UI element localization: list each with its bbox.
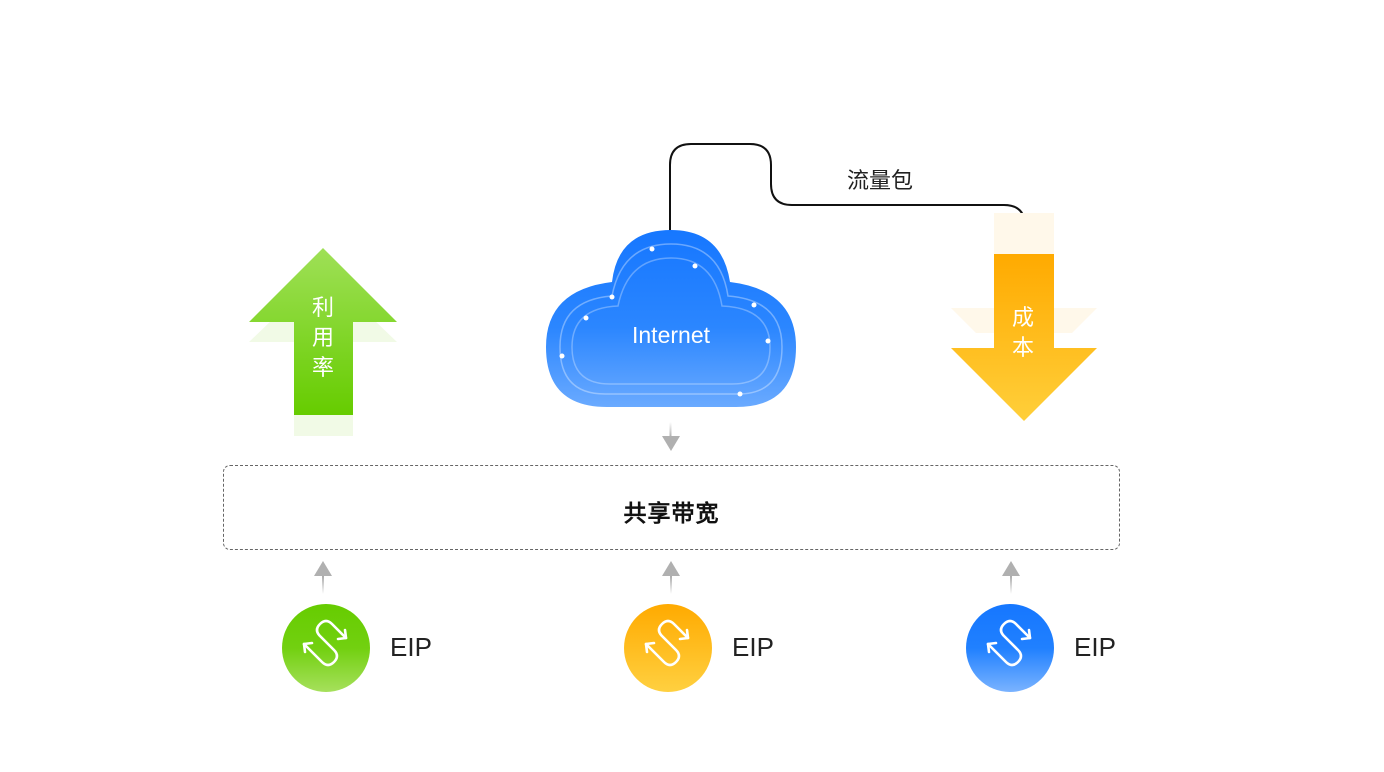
eip-to-bandwidth-arrow-2 (662, 561, 680, 594)
utilization-char-2: 用 (311, 326, 334, 351)
cost-down-arrow (951, 213, 1097, 421)
traffic-package-label: 流量包 (847, 169, 914, 194)
eip-label-1: EIP (390, 632, 432, 662)
eip-icon-green[interactable] (282, 604, 370, 692)
internet-label: Internet (632, 322, 710, 348)
cost-char-1: 成 (1011, 306, 1034, 331)
traffic-connector-line (669, 143, 1026, 255)
eip-label-3: EIP (1074, 632, 1116, 662)
internet-cloud (546, 230, 796, 407)
shared-bandwidth-box[interactable]: 共享带宽 (223, 465, 1120, 550)
eip-to-bandwidth-arrow-1 (314, 561, 332, 594)
utilization-up-arrow (249, 248, 397, 436)
eip-icon-blue[interactable] (966, 604, 1054, 692)
cost-char-2: 本 (1011, 336, 1034, 361)
utilization-char-3: 率 (311, 356, 334, 381)
eip-icon-orange[interactable] (624, 604, 712, 692)
eip-to-bandwidth-arrow-3 (1002, 561, 1020, 594)
shared-bandwidth-label: 共享带宽 (623, 501, 720, 527)
cloud-to-bandwidth-arrow (662, 422, 680, 451)
cost-label: 成 本 (1003, 304, 1043, 364)
utilization-char-1: 利 (311, 296, 334, 321)
eip-label-2: EIP (732, 632, 774, 662)
utilization-label: 利 用 率 (303, 294, 343, 384)
